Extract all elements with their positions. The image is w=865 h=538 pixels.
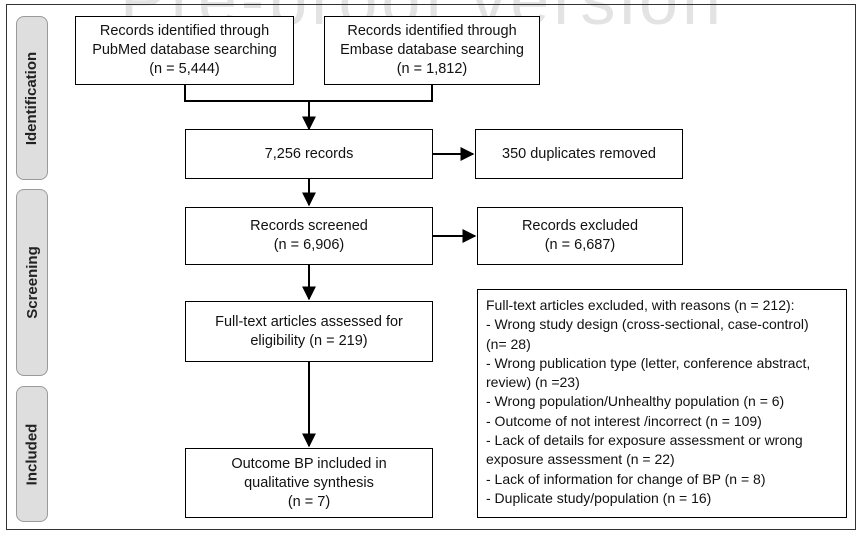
phase-identification: Identification	[16, 16, 48, 180]
box-pubmed-line: PubMed database searching	[92, 42, 277, 58]
exclusion-line: - Wrong study design (cross-sectional, c…	[486, 316, 809, 333]
exclusion-line: - Lack of details for exposure assessmen…	[486, 432, 803, 449]
box-screened-line: (n = 6,906)	[273, 237, 345, 253]
phase-included: Included	[16, 386, 48, 522]
box-excluded: Records excluded (n = 6,687)	[477, 207, 683, 265]
exclusion-line: - Wrong publication type (letter, confer…	[486, 354, 811, 371]
merge-connector	[184, 85, 433, 102]
box-included: Outcome BP included in qualitative synth…	[185, 448, 433, 518]
exclusion-line: review) (n =23)	[486, 374, 580, 391]
box-embase-line: Embase database searching	[340, 42, 524, 58]
box-included-line: Outcome BP included in	[231, 455, 387, 472]
exclusion-line: - Duplicate study/population (n = 16)	[486, 489, 712, 506]
box-pubmed-line: Records identified through	[99, 23, 270, 39]
box-excluded-line: Records excluded	[521, 218, 639, 234]
box-included-line: qualitative synthesis	[244, 474, 374, 491]
exclusion-line: - Wrong population/Unhealthy population …	[486, 393, 785, 410]
box-embase: Records identified through Embase databa…	[324, 16, 540, 85]
box-pubmed-line: (n = 5,444)	[149, 61, 220, 77]
box-duplicates: 350 duplicates removed	[475, 129, 683, 179]
box-duplicates-line: 350 duplicates removed	[502, 145, 656, 162]
box-pubmed: Records identified through PubMed databa…	[75, 16, 294, 85]
box-fulltext-line: Full-text articles assessed for	[215, 313, 403, 330]
exclusion-line: - Lack of information for change of BP (…	[486, 470, 766, 487]
exclusion-line: - Outcome of not interest /incorrect (n …	[486, 412, 762, 429]
box-excluded-line: (n = 6,687)	[544, 237, 616, 253]
box-embase-line: Records identified through	[347, 23, 517, 39]
box-fulltext-line: eligibility (n = 219)	[250, 332, 368, 349]
box-records: 7,256 records	[185, 129, 433, 179]
box-screened-line: Records screened	[250, 218, 368, 234]
exclusion-line: (n= 28)	[486, 335, 531, 352]
exclusion-line: exposure assessment (n = 22)	[486, 451, 675, 468]
phase-screening: Screening	[16, 189, 48, 376]
box-screened: Records screened (n = 6,906)	[185, 207, 433, 265]
box-included-line: (n = 7)	[287, 493, 331, 510]
box-records-line: 7,256 records	[264, 145, 354, 162]
box-fulltext: Full-text articles assessed for eligibil…	[185, 301, 433, 362]
box-embase-line: (n = 1,812)	[396, 61, 468, 77]
diagram-frame	[6, 4, 856, 530]
box-fulltext-exclusions: Full-text articles excluded, with reason…	[477, 289, 847, 518]
exclusion-line: Full-text articles excluded, with reason…	[486, 297, 795, 313]
